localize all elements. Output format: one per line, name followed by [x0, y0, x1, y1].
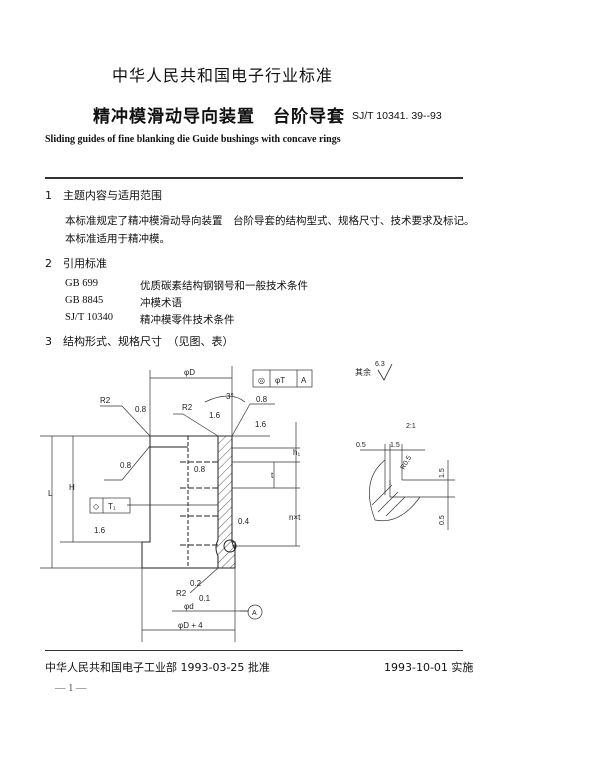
- dimension-lines: [40, 366, 455, 642]
- roughness-1.6: 1.6: [255, 420, 267, 429]
- remaining-roughness-value: 6.3: [375, 361, 385, 368]
- page-number: — 1 —: [55, 683, 87, 694]
- section-1-paragraph: 本标准规定了精冲模滑动导向装置 台阶导套的结构型式、规格尺寸、技术要求及标记。: [65, 215, 475, 227]
- label-h1: h₁: [293, 448, 300, 457]
- roughness-0.4: 0.4: [238, 517, 250, 526]
- section-1-paragraph: 本标准适用于精冲模。: [65, 233, 170, 245]
- label-R2: R2: [182, 403, 193, 412]
- datum-ref: A: [301, 376, 307, 385]
- section-number: 2: [45, 257, 52, 270]
- section-3-heading: 3 结构形式、规格尺寸 （见图、表）: [45, 333, 234, 349]
- roughness-0.8: 0.8: [194, 465, 206, 474]
- roughness-0.2: 0.2: [190, 579, 202, 588]
- reference-code: SJ/T 10340: [65, 312, 113, 323]
- detail-dim: 0.5: [439, 515, 446, 525]
- remaining-roughness-label: 其余: [355, 367, 371, 377]
- label-t: t: [271, 471, 274, 480]
- section-title: 结构形式、规格尺寸 （见图、表）: [63, 335, 234, 348]
- reference-title: 精冲模零件技术条件: [140, 314, 235, 326]
- bushing-section: [141, 435, 237, 569]
- english-title: Sliding guides of fine blanking die Guid…: [45, 134, 341, 145]
- section-2-heading: 2 引用标准: [45, 255, 107, 271]
- roughness-0.8: 0.8: [135, 405, 147, 414]
- roughness-1.6: 1.6: [94, 526, 106, 535]
- roughness-0.8: 0.8: [120, 461, 132, 470]
- reference-code: GB 699: [65, 278, 98, 289]
- standard-code: SJ/T 10341. 39--93: [352, 110, 442, 122]
- approval-note: 中华人民共和国电子工业部 1993-03-25 批准: [45, 661, 270, 674]
- section-title: 引用标准: [63, 257, 107, 270]
- flatness-value: T₁: [108, 502, 116, 511]
- reference-code: GB 8845: [65, 295, 104, 306]
- label-angle: 3°: [226, 392, 234, 401]
- roughness-1.6: 1.6: [209, 411, 221, 420]
- reference-title: 冲模术语: [140, 297, 182, 309]
- label-R2: R2: [176, 589, 187, 598]
- label-dia-D-plus-4: φD + 4: [178, 621, 203, 630]
- label-H: H: [69, 483, 75, 492]
- coaxiality-symbol: ◎: [258, 376, 265, 385]
- header-divider: [45, 177, 463, 179]
- document-title: 精冲模滑动导向装置 台阶导套: [93, 107, 345, 127]
- label-dia-D: φD: [184, 368, 195, 377]
- section-number: 1: [45, 189, 52, 202]
- effective-date: 1993-10-01 实施: [384, 661, 474, 674]
- detail-dim: 1.5: [439, 468, 446, 478]
- roughness-0.8: 0.8: [256, 395, 268, 404]
- section-title: 主题内容与适用范围: [63, 189, 162, 202]
- issuing-organization: 中华人民共和国电子行业标准: [112, 66, 334, 85]
- detail-scale: 2:1: [406, 423, 416, 430]
- roughness-symbol-icon: [377, 363, 393, 381]
- footer-divider: [45, 650, 463, 651]
- detail-dim: 0.5: [356, 442, 366, 449]
- label-L: L: [48, 489, 53, 498]
- reference-title: 优质碳素结构钢钢号和一般技术条件: [140, 280, 308, 292]
- drawing-labels: φD ◎ φT A R2 0.8 R2 1.6 3° 0.8 1.6 0.8 0…: [48, 361, 446, 630]
- section-number: 3: [45, 335, 52, 348]
- flatness-symbol: ◇: [93, 502, 100, 511]
- section-1-heading: 1 主题内容与适用范围: [45, 187, 162, 203]
- label-dia-d: φd: [184, 602, 194, 611]
- datum-A: A: [252, 610, 257, 617]
- detail-dim: 1.5: [390, 442, 400, 449]
- label-n-x-t: n×t: [289, 513, 301, 522]
- label-R2: R2: [100, 396, 111, 405]
- tolerance-value: φT: [275, 376, 285, 385]
- roughness-0.1: 0.1: [199, 594, 211, 603]
